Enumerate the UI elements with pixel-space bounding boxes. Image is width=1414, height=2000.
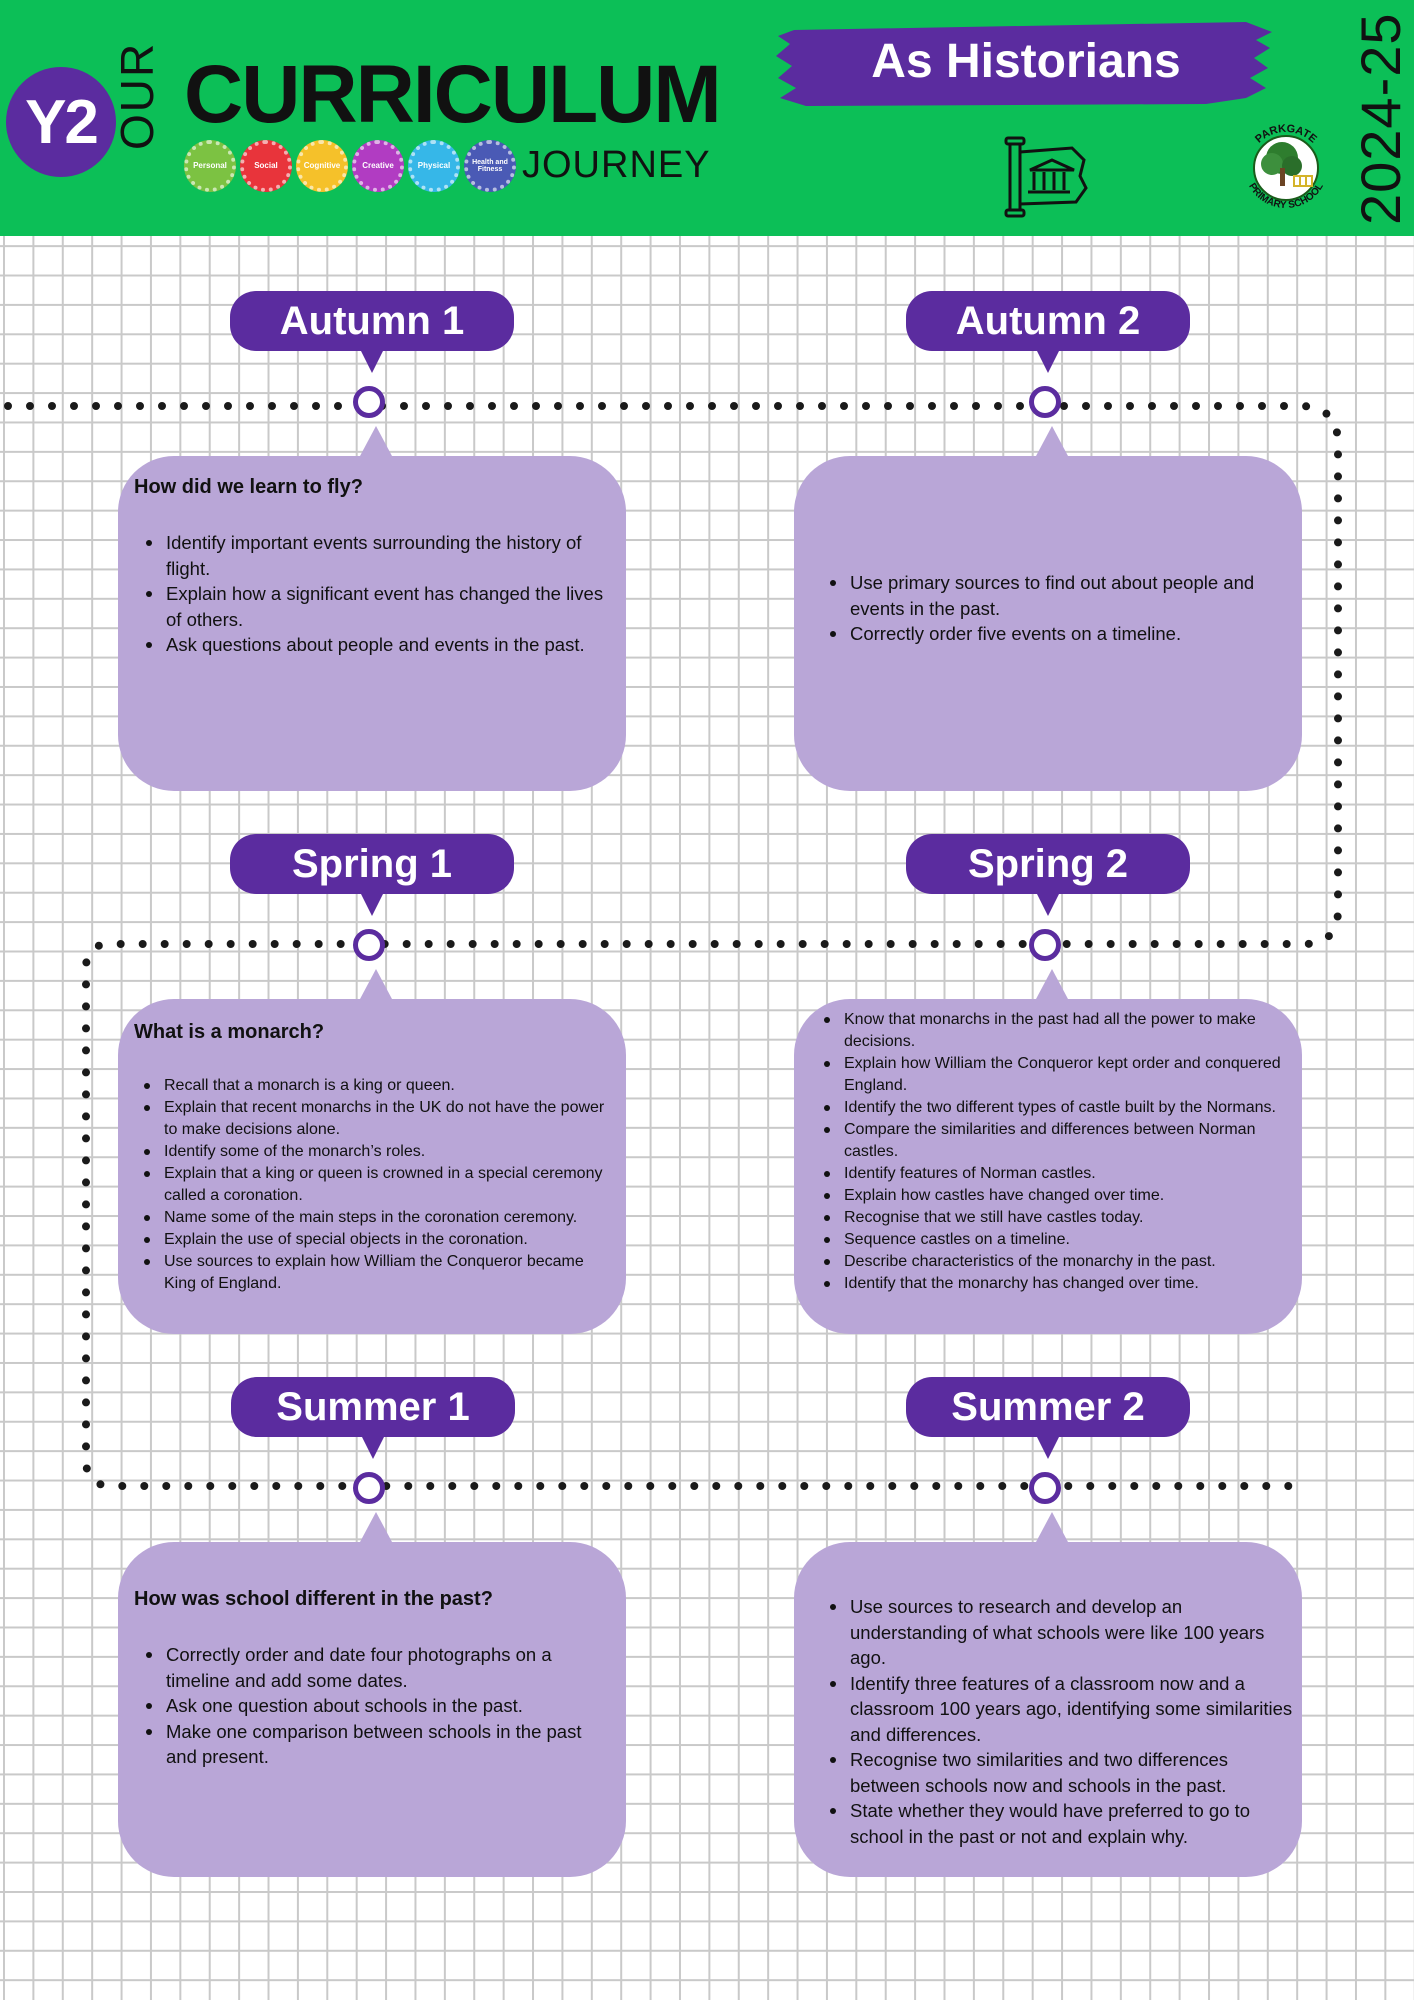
list-item: Explain how a significant event has chan… bbox=[134, 581, 614, 632]
list-item: Recall that a monarch is a king or queen… bbox=[132, 1075, 620, 1097]
list-item: Describe characteristics of the monarchy… bbox=[812, 1251, 1298, 1273]
list-item: Recognise two similarities and two diffe… bbox=[818, 1747, 1294, 1798]
list-item: Explain that a king or queen is crowned … bbox=[132, 1163, 620, 1207]
brush-banner bbox=[776, 22, 1272, 106]
objective-list: Know that monarchs in the past had all t… bbox=[812, 1009, 1298, 1295]
list-item: Identify three features of a classroom n… bbox=[818, 1671, 1294, 1748]
timeline-node-spring-1 bbox=[353, 929, 385, 961]
list-item: Make one comparison between schools in t… bbox=[134, 1719, 614, 1770]
list-item: Identify features of Norman castles. bbox=[812, 1163, 1298, 1185]
physical-gear-icon: Physical bbox=[408, 140, 460, 192]
term-pill-summer-2: Summer 2 bbox=[906, 1377, 1190, 1459]
list-item: Correctly order five events on a timelin… bbox=[818, 621, 1288, 647]
term-question: How was school different in the past? bbox=[134, 1588, 493, 1610]
term-box-summer-2: Use sources to research and develop an u… bbox=[794, 1512, 1302, 1877]
list-item: Use sources to explain how William the C… bbox=[132, 1251, 620, 1295]
health-fitness-gear-icon: Health and Fitness bbox=[464, 140, 516, 192]
list-item: Know that monarchs in the past had all t… bbox=[812, 1009, 1298, 1053]
list-item: Use primary sources to find out about pe… bbox=[818, 570, 1288, 621]
term-box-autumn-2: Use primary sources to find out about pe… bbox=[794, 426, 1302, 791]
term-box-spring-2: Know that monarchs in the past had all t… bbox=[794, 969, 1302, 1334]
term-pill-summer-1: Summer 1 bbox=[231, 1377, 515, 1459]
list-item: Ask questions about people and events in… bbox=[134, 632, 614, 658]
term-pill-autumn-1: Autumn 1 bbox=[230, 291, 514, 373]
term-box-summer-1: How was school different in the past? Co… bbox=[118, 1512, 626, 1877]
term-pill-spring-1: Spring 1 bbox=[230, 834, 514, 916]
timeline-node-autumn-2 bbox=[1029, 386, 1061, 418]
list-item: Ask one question about schools in the pa… bbox=[134, 1693, 614, 1719]
objective-list: Correctly order and date four photograph… bbox=[134, 1642, 614, 1770]
term-pill-autumn-2: Autumn 2 bbox=[906, 291, 1190, 373]
timeline-node-summer-2 bbox=[1029, 1472, 1061, 1504]
year-badge: Y2 bbox=[6, 67, 116, 177]
scroll-museum-icon bbox=[1004, 136, 1088, 218]
term-box-spring-1: What is a monarch? Recall that a monarch… bbox=[118, 969, 626, 1334]
term-box-autumn-1: How did we learn to fly? Identify import… bbox=[118, 426, 626, 791]
subject-title: As Historians bbox=[871, 35, 1181, 88]
timeline-node-autumn-1 bbox=[353, 386, 385, 418]
gear-row: Personal Social Cognitive Creative Physi… bbox=[184, 140, 516, 196]
school-logo: PARKGATE PRIMARY SCHOOL bbox=[1246, 123, 1326, 211]
list-item: Correctly order and date four photograph… bbox=[134, 1642, 614, 1693]
curriculum-title: CURRICULUM bbox=[184, 49, 722, 140]
personal-gear-icon: Personal bbox=[184, 140, 236, 192]
objective-list: Identify important events surrounding th… bbox=[134, 530, 614, 658]
list-item: Identify the two different types of cast… bbox=[812, 1097, 1298, 1119]
list-item: Explain how William the Conqueror kept o… bbox=[812, 1053, 1298, 1097]
term-question: What is a monarch? bbox=[134, 1021, 325, 1043]
list-item: Explain the use of special objects in th… bbox=[132, 1229, 620, 1251]
objective-list: Use sources to research and develop an u… bbox=[818, 1594, 1294, 1849]
list-item: Identify some of the monarch’s roles. bbox=[132, 1141, 620, 1163]
list-item: State whether they would have preferred … bbox=[818, 1798, 1294, 1849]
list-item: Name some of the main steps in the coron… bbox=[132, 1207, 620, 1229]
header-band: Y2 OUR CURRICULUM Personal Social Cognit… bbox=[0, 0, 1414, 236]
list-item: Explain that recent monarchs in the UK d… bbox=[132, 1097, 620, 1141]
term-question: How did we learn to fly? bbox=[134, 476, 363, 498]
journey-label: JOURNEY bbox=[522, 144, 711, 186]
term-pill-spring-2: Spring 2 bbox=[906, 834, 1190, 916]
list-item: Sequence castles on a timeline. bbox=[812, 1229, 1298, 1251]
objective-list: Recall that a monarch is a king or queen… bbox=[132, 1075, 620, 1295]
list-item: Compare the similarities and differences… bbox=[812, 1119, 1298, 1163]
list-item: Identify important events surrounding th… bbox=[134, 530, 614, 581]
timeline-node-spring-2 bbox=[1029, 929, 1061, 961]
creative-gear-icon: Creative bbox=[352, 140, 404, 192]
list-item: Recognise that we still have castles tod… bbox=[812, 1207, 1298, 1229]
list-item: Use sources to research and develop an u… bbox=[818, 1594, 1294, 1671]
list-item: Identify that the monarchy has changed o… bbox=[812, 1273, 1298, 1295]
cognitive-gear-icon: Cognitive bbox=[296, 140, 348, 192]
timeline-node-summer-1 bbox=[353, 1472, 385, 1504]
list-item: Explain how castles have changed over ti… bbox=[812, 1185, 1298, 1207]
social-gear-icon: Social bbox=[240, 140, 292, 192]
objective-list: Use primary sources to find out about pe… bbox=[818, 570, 1288, 647]
